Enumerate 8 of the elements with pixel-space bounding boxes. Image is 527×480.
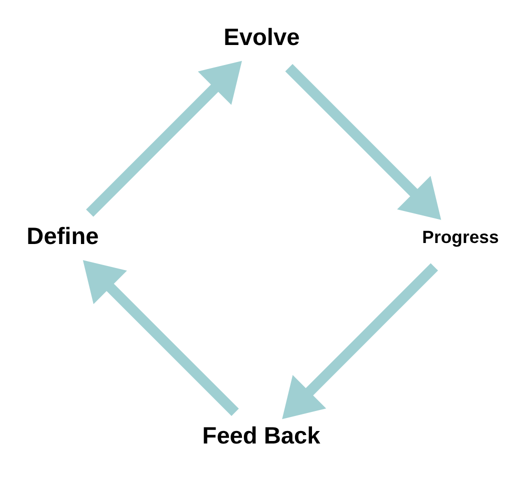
arrow — [285, 64, 442, 220]
node-text: Progress — [422, 227, 499, 248]
node-text: Feed Back — [202, 422, 320, 448]
arrow — [82, 260, 239, 416]
node-text: Define — [26, 223, 99, 250]
arrow — [282, 263, 438, 420]
arrow — [86, 60, 242, 217]
node-text: Evolve — [224, 24, 300, 50]
